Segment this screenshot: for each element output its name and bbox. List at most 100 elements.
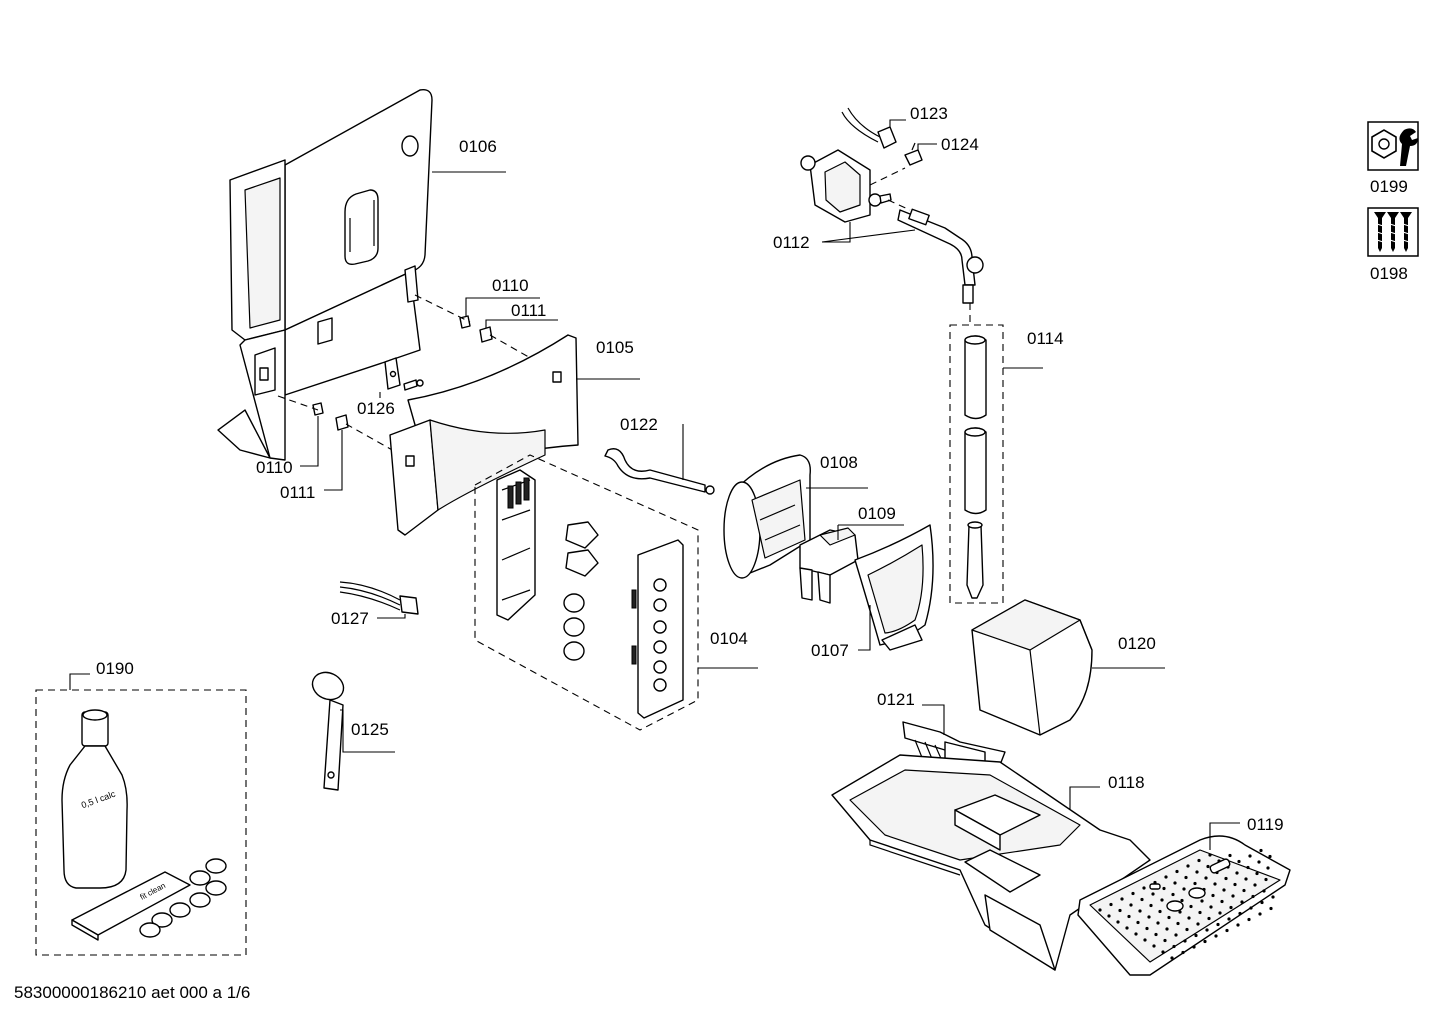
grid-hole [1246,865,1250,870]
callout-0108: 0108 [820,453,858,472]
callout-0125: 0125 [351,720,389,739]
part-0123-sensor[interactable] [841,107,897,149]
callout-0120: 0120 [1118,634,1156,653]
grid-hole [1162,886,1166,891]
grid-hole [1182,887,1186,891]
part-0106-side-panel[interactable] [217,89,433,461]
leader-0112-b [821,229,916,243]
grid-hole [1260,900,1264,905]
callout-0124: 0124 [941,135,979,154]
callout-0109: 0109 [858,504,896,523]
grid-hole [1183,939,1187,943]
grid-hole [1142,886,1146,890]
callout-0123: 0123 [910,104,948,123]
leader-0107 [858,605,871,651]
grid-hole [1140,897,1144,902]
callout-0126: 0126 [357,399,395,418]
grid-hole [1138,909,1142,913]
grid-hole [1136,920,1140,925]
part-0190-cleaning-tablets[interactable]: fit clean [71,858,227,941]
grid-hole [1194,933,1198,938]
part-0112-steam-valve[interactable] [800,149,984,304]
grid-hole [1125,926,1129,930]
grid-hole [1165,927,1169,931]
grid-hole [1163,938,1167,943]
grid-hole [1222,888,1226,892]
part-0126-bracket[interactable] [384,357,424,391]
part-0111-pad[interactable] [335,326,493,431]
part-0118-drip-tray[interactable] [831,754,1151,971]
part-0105-front-cover[interactable] [389,334,579,536]
grid-hole [1257,860,1261,864]
grid-hole [1249,906,1253,910]
grid-hole [1255,871,1259,876]
leader-0123 [889,119,906,128]
grid-hole [1158,909,1162,914]
grid-hole [1253,883,1257,887]
callout-0121: 0121 [877,690,915,709]
grid-hole [1149,903,1153,908]
grid-hole [1200,899,1204,903]
part-0108-outlet-housing[interactable] [723,454,811,579]
grid-hole [1218,911,1222,915]
leader-0118 [1069,786,1100,810]
part-0124-clip[interactable] [904,142,923,166]
callout-0190: 0190 [96,659,134,678]
part-0119-drip-grid[interactable] [1077,835,1291,976]
part-0109-nozzle[interactable] [799,527,859,604]
grid-hole [1134,932,1138,936]
document-footer-id: 58300000186210 aet 000 a 1/6 [14,983,250,1002]
tool-wrench-icon[interactable] [1367,121,1419,171]
leader-0127 [377,614,406,619]
grid-hole [1247,917,1251,922]
grid-hole [1271,895,1275,899]
part-0104-control-panel[interactable] [496,469,684,719]
grid-hole [1174,933,1178,937]
grid-hole [1120,897,1124,901]
part-0127-wire-connector[interactable] [339,581,419,615]
grid-hole [1268,854,1272,859]
grid-hole [1224,876,1228,881]
grid-hole [1220,899,1224,904]
grid-hole [1225,928,1229,933]
grid-hole [1145,926,1149,931]
grid-hole [1143,938,1147,942]
callout-0105: 0105 [596,338,634,357]
grid-hole [1213,882,1217,886]
part-0125-measuring-spoon[interactable] [308,667,348,791]
leader-0125 [340,709,395,753]
grid-hole [1118,908,1122,913]
callout-0111-top: 0111 [511,301,546,320]
callout-0110-top: 0110 [492,276,529,295]
screw-set-icon[interactable] [1367,207,1419,257]
grid-hole [1180,898,1184,903]
callout-0118: 0118 [1108,773,1145,792]
grid-hole [1236,923,1240,927]
part-0110-pad[interactable] [312,315,471,416]
grid-hole [1170,956,1174,960]
leader-0110-top [465,297,540,316]
leader-0121 [922,704,945,735]
grid-hole [1229,905,1233,910]
grid-hole [1259,848,1263,853]
part-0122-hose[interactable] [604,448,715,495]
part-0114-steam-pipe[interactable] [964,335,987,599]
grid-hole [1240,900,1244,904]
grid-hole [1205,928,1209,932]
grid-hole [1233,882,1237,887]
leader-0119 [1209,822,1240,850]
grid-hole [1171,892,1175,897]
grid-hole [1107,914,1111,918]
grid-hole [1109,902,1113,907]
grid-hole [1211,893,1215,898]
part-0107-outlet-cover[interactable] [854,524,934,651]
grid-hole [1192,945,1196,949]
leader-0124 [917,143,937,150]
grid-hole [1152,944,1156,948]
callout-0198: 0198 [1370,264,1408,283]
grid-hole [1203,939,1207,944]
part-0190-descaler-bottle[interactable]: 0,5 l calc [61,709,128,889]
grid-hole [1258,912,1262,916]
part-0120-grounds-container[interactable] [971,599,1093,736]
